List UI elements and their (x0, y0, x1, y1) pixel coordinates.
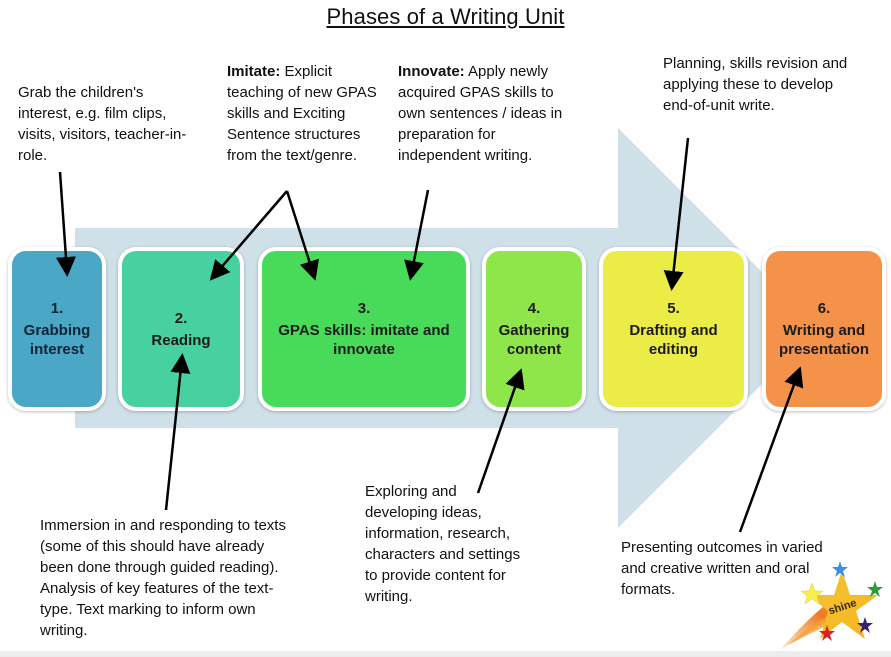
note-drafting: Planning, skills revision and applying t… (663, 55, 848, 114)
note-innovate-label: Innovate: (398, 63, 465, 80)
purple-star-icon (857, 617, 873, 633)
note-gathering: Exploring and developing ideas, informat… (365, 483, 521, 605)
shine-star-icon (808, 570, 878, 639)
note-grabbing-interest: Grab the children's interest, e.g. film … (18, 84, 187, 164)
phase-label: GPAS skills: imitate and innovate (278, 322, 450, 358)
phase-label: Gathering content (498, 322, 570, 358)
phase-box-grabbing-interest: 1. Grabbing interest (8, 247, 106, 411)
phase-label: Grabbing interest (23, 322, 91, 358)
phase-number: 4. (527, 300, 541, 317)
phase-number: 2. (174, 309, 188, 327)
phase-number: 5. (667, 300, 680, 317)
phase-box-reading: 2. Reading (118, 247, 244, 411)
note-presentation: Presenting outcomes in varied and creati… (621, 539, 823, 598)
green-star-icon (867, 581, 883, 597)
note-imitate: Imitate: Explicit teaching of new GPAS s… (227, 61, 387, 166)
yellow-star-icon (800, 582, 824, 605)
phase-box-gathering-content: 4. Gathering content (482, 247, 586, 411)
note-imitate-text: Explicit teaching of new GPAS skills and… (227, 63, 377, 164)
phase-box-drafting-editing: 5. Drafting and editing (599, 247, 748, 411)
phase-box-gpas-skills: 3. GPAS skills: imitate and innovate (258, 247, 470, 411)
note-imitate-label: Imitate: (227, 63, 281, 80)
phase-number: 1. (50, 300, 64, 317)
note-reading: Immersion in and responding to texts (so… (40, 517, 286, 639)
phase-label: Drafting and editing (629, 322, 718, 358)
red-star-icon (819, 625, 835, 641)
bottom-strip (0, 651, 891, 657)
blue-star-icon (832, 561, 848, 577)
phase-box-writing-presentation: 6. Writing and presentation (762, 247, 886, 411)
note-innovate: Innovate: Apply newly acquired GPAS skil… (398, 61, 568, 166)
page-title: Phases of a Writing Unit (326, 4, 565, 29)
phase-number: 6. (817, 300, 831, 317)
phase-label: Reading (151, 331, 211, 349)
phase-number: 3. (357, 300, 371, 317)
shine-logo: shine (780, 561, 883, 650)
note-innovate-text: Apply newly acquired GPAS skills to own … (398, 63, 563, 164)
phase-label: Writing and presentation (778, 322, 869, 358)
